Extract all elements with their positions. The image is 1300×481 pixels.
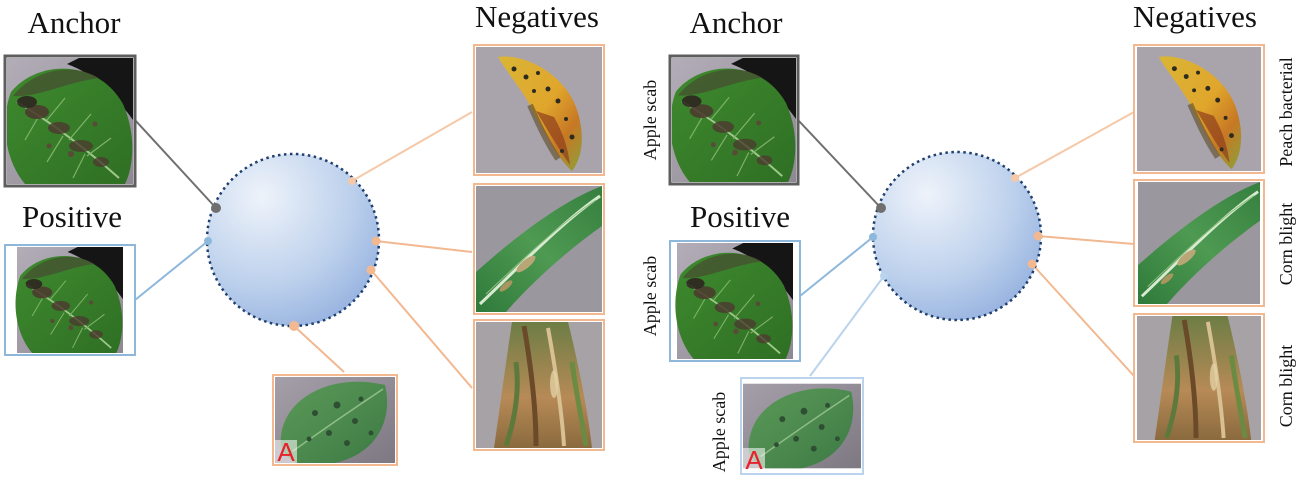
- negative-connector-2: [375, 240, 473, 253]
- positive-title: Positive: [690, 199, 790, 234]
- negatives-title: Negatives: [475, 0, 599, 34]
- negative-image-1: [473, 44, 605, 176]
- negative-class-label-2: Corn blight: [1276, 203, 1296, 286]
- positive-connector: [134, 240, 209, 301]
- query-connector: [809, 275, 885, 377]
- positive-connector: [799, 236, 874, 297]
- negative-image-3: [1133, 313, 1265, 443]
- left-panel: Anchor Positive Negatives: [3, 0, 605, 467]
- anchor-connector: [797, 119, 882, 209]
- negative-connector-2: [1037, 235, 1135, 245]
- negative-class-label-3: Corn blight: [1276, 345, 1296, 428]
- marker-label: A: [277, 437, 295, 467]
- marker-label: A: [745, 445, 763, 475]
- anchor-embedding-point: [876, 203, 886, 213]
- negative-image-2: [473, 183, 605, 315]
- anchor-image: [668, 54, 800, 186]
- right-panel: Anchor Positive Negatives Apple scab App…: [640, 0, 1296, 475]
- apple-scab-leaf-icon: [7, 58, 133, 184]
- query-connector: [293, 325, 345, 373]
- positive-embedding-point: [204, 237, 212, 245]
- corn-blight-leaf-icon: [476, 322, 602, 448]
- anchor-connector: [134, 119, 217, 209]
- positive-embedding-point: [869, 233, 877, 241]
- query-class-label: Apple scab: [709, 392, 729, 472]
- negative-connector-3: [370, 269, 473, 389]
- anchor-embedding-point: [211, 203, 221, 213]
- negative-embedding-point-1: [348, 177, 356, 185]
- negative-class-label-1: Peach bacterial: [1276, 57, 1296, 166]
- anchor-class-label: Apple scab: [640, 80, 660, 160]
- anchor-title: Anchor: [28, 5, 122, 40]
- positive-image: [4, 244, 136, 356]
- query-embedding-point: [289, 321, 299, 331]
- negative-embedding-point-3: [366, 265, 376, 275]
- query-image: A: [272, 374, 398, 467]
- corn-blight-leaf-icon: [476, 186, 602, 312]
- corn-blight-leaf-icon: [1136, 182, 1262, 304]
- query-embedding-point: [880, 272, 888, 280]
- apple-scab-leaf-icon: [672, 58, 796, 182]
- negative-image-1: [1133, 44, 1265, 174]
- negative-image-3: [473, 319, 605, 451]
- positive-image: [669, 240, 801, 362]
- query-image: A: [740, 377, 864, 475]
- negative-embedding-point-2: [371, 236, 381, 246]
- negative-embedding-point-2: [1033, 231, 1043, 241]
- negative-connector-1: [351, 111, 473, 182]
- negative-connector-1: [1014, 111, 1135, 179]
- peach-bacterial-leaf-icon: [476, 47, 602, 173]
- peach-bacterial-leaf-icon: [1137, 47, 1261, 171]
- anchor-image: [3, 54, 137, 188]
- negative-image-2: [1133, 179, 1265, 307]
- negative-embedding-point-3: [1027, 259, 1037, 269]
- negative-connector-3: [1031, 263, 1135, 377]
- apple-scab-leaf-icon: [674, 243, 794, 359]
- apple-scab-leaf-icon: [14, 247, 124, 353]
- corn-blight-leaf-icon: [1137, 316, 1261, 440]
- negative-embedding-point-1: [1011, 174, 1019, 182]
- positive-class-label: Apple scab: [640, 256, 660, 336]
- negatives-title: Negatives: [1133, 0, 1257, 34]
- positive-title: Positive: [22, 199, 122, 234]
- anchor-title: Anchor: [690, 5, 784, 40]
